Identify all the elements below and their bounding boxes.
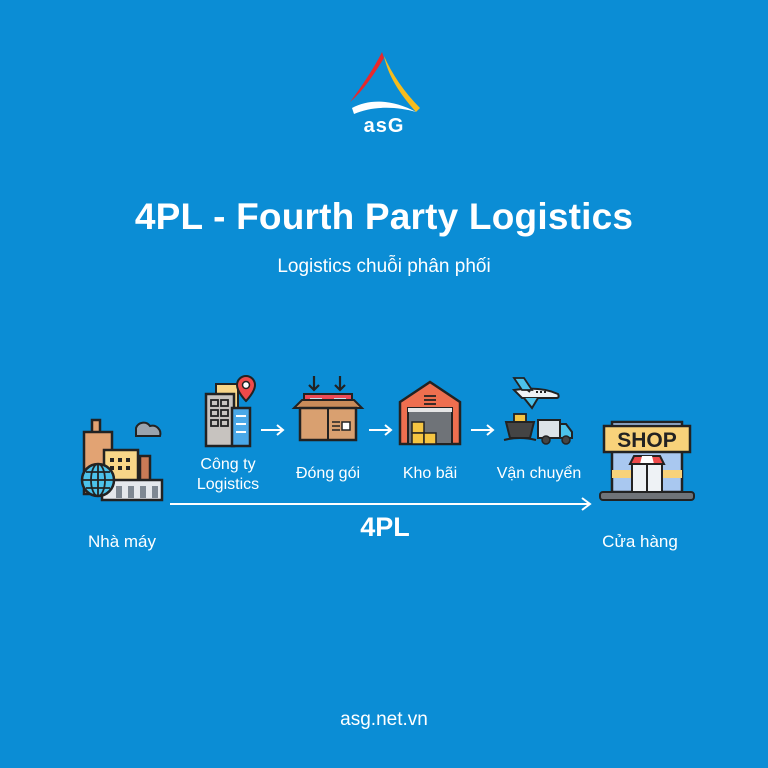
- step-2-label: Đóng gói: [295, 465, 361, 482]
- warehouse-icon: [396, 378, 464, 448]
- step-4-label: Vận chuyển: [496, 465, 582, 482]
- arrow-icon: [260, 424, 286, 436]
- arrow-icon: [470, 424, 496, 436]
- svg-text:asG: asG: [364, 115, 405, 136]
- page-subtitle: Logistics chuỗi phân phối: [277, 256, 491, 277]
- packaging-box-icon: [288, 374, 368, 446]
- asg-logo-icon: asG: [350, 52, 420, 136]
- span-label-4pl: 4PL: [360, 512, 410, 542]
- arrow-icon: [368, 424, 394, 436]
- factory-icon: [76, 416, 166, 506]
- office-building-location-icon: [200, 374, 260, 450]
- long-arrow-icon: [170, 496, 594, 512]
- transport-plane-ship-truck-icon: [500, 376, 576, 446]
- asg-logo: asG: [344, 46, 424, 136]
- shop-icon: SHOP: [598, 414, 698, 508]
- page-title: 4PL - Fourth Party Logistics: [134, 196, 634, 237]
- end-label: Cửa hàng: [602, 532, 678, 551]
- step-1-label: Công ty Logistics: [196, 456, 260, 493]
- start-label: Nhà máy: [87, 532, 157, 551]
- svg-text:SHOP: SHOP: [617, 429, 677, 452]
- step-3-label: Kho bãi: [402, 465, 458, 482]
- footer-website: asg.net.vn: [340, 709, 428, 730]
